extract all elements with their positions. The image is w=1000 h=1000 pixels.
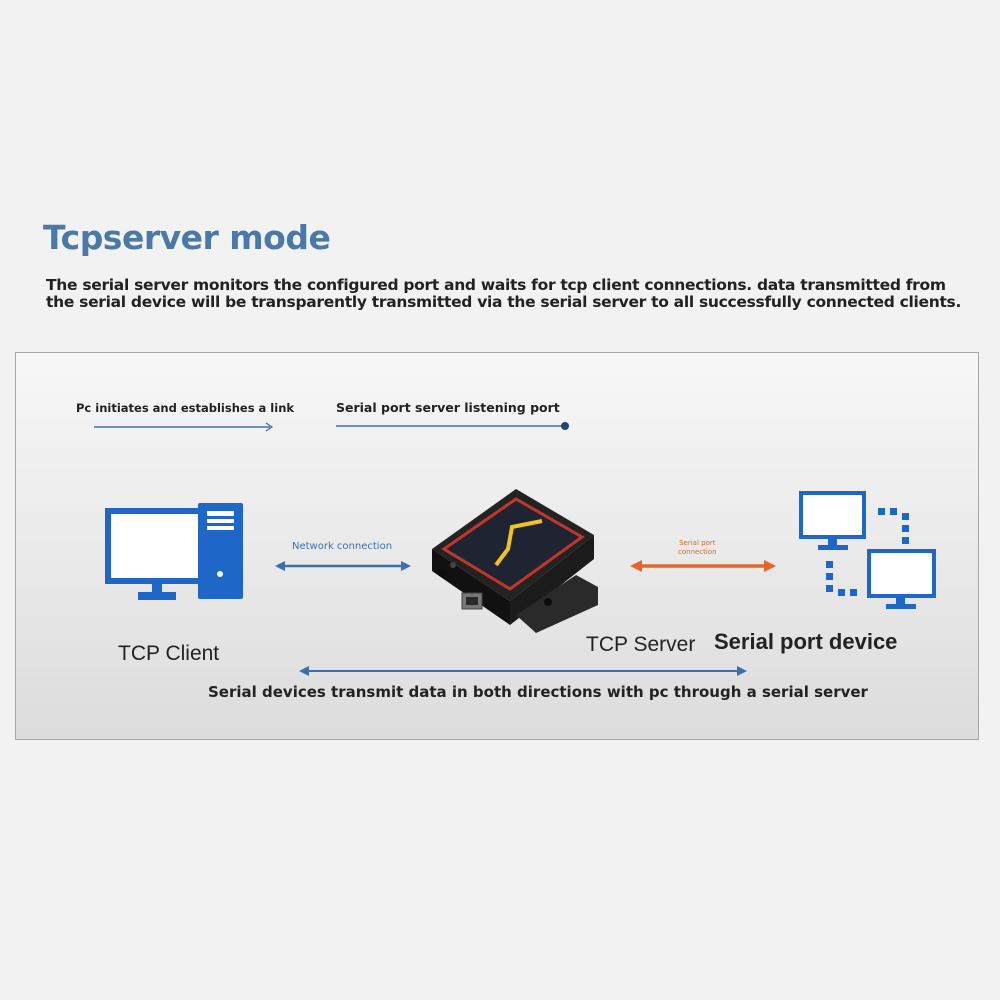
serial-connection-label-line1: Serial port bbox=[679, 539, 716, 547]
serial-server-device-icon bbox=[432, 489, 598, 633]
page-title: Tcpserver mode bbox=[43, 218, 331, 257]
diagram-graphics bbox=[94, 422, 936, 676]
network-connection-label: Network connection bbox=[292, 541, 393, 552]
serial-connection-label-line2: connection bbox=[678, 548, 717, 556]
legend-link-label: Pc initiates and establishes a link bbox=[76, 401, 295, 415]
diagram-panel: Pc initiates and establishes a link Seri… bbox=[15, 352, 979, 740]
serial-device-label: Serial port device bbox=[714, 629, 898, 654]
tcp-server-label: TCP Server bbox=[586, 633, 696, 656]
legend-link-arrowhead bbox=[265, 422, 274, 432]
tcp-client-label: TCP Client bbox=[118, 642, 220, 665]
legend-port-label: Serial port server listening port bbox=[336, 400, 560, 415]
legend-port-dot bbox=[561, 422, 569, 430]
desktop-computer-icon bbox=[105, 503, 243, 600]
serial-connection-label: Serial port connection bbox=[678, 539, 717, 557]
monitors-network-icon bbox=[799, 491, 936, 609]
page-description: The serial server monitors the configure… bbox=[46, 276, 962, 311]
bottom-caption: Serial devices transmit data in both dir… bbox=[208, 683, 868, 701]
